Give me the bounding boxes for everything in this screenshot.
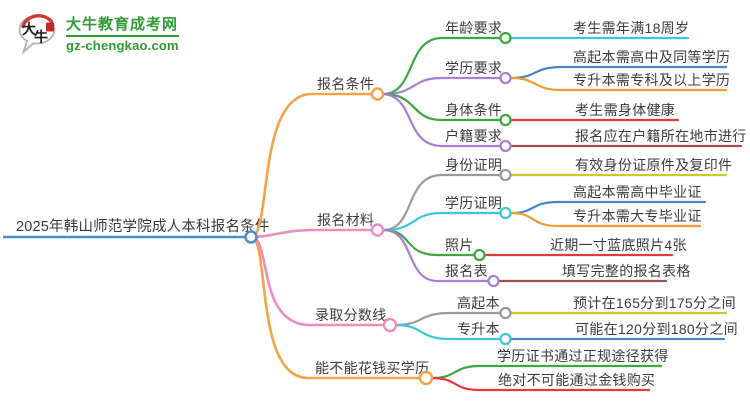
- connector-id-proof: [381, 173, 502, 232]
- leaf-age-18-label[interactable]: 考生需年满18周岁: [573, 20, 689, 36]
- logo-divider: [66, 34, 179, 37]
- leaf-score-165-175-label[interactable]: 预计在165分到175分之间: [573, 295, 736, 311]
- leaf-no-buying-underline: [430, 376, 651, 392]
- branch-score-line-label[interactable]: 录取分数线: [315, 307, 387, 323]
- node-id-proof-handle[interactable]: [499, 168, 512, 182]
- node-photo-label[interactable]: 照片: [445, 237, 474, 253]
- node-photo-handle[interactable]: [473, 248, 486, 262]
- root-handle[interactable]: [244, 230, 258, 244]
- logo-text-block: 大牛教育成考网 gz-chengkao.com: [66, 16, 179, 53]
- speech-bubble-shape: [18, 15, 56, 55]
- node-residency-requirement-label[interactable]: 户籍要求: [445, 128, 502, 144]
- connector-age-requirement: [381, 36, 502, 96]
- node-education-requirement-handle[interactable]: [499, 71, 512, 85]
- branch-conditions-label[interactable]: 报名条件: [317, 76, 374, 92]
- leaf-no-buying-label[interactable]: 绝对不可能通过金钱购买: [498, 372, 655, 388]
- connector-score-college-upgrade: [394, 323, 502, 341]
- leaf-residency-city-label[interactable]: 报名应在户籍所在地市进行: [575, 128, 747, 144]
- connector-residency-requirement: [381, 92, 502, 148]
- connector-physical-condition: [381, 92, 502, 122]
- leaf-college-diploma-underline: [509, 211, 702, 228]
- connector-branch-materials: [249, 228, 374, 239]
- leaf-legit-diploma-label[interactable]: 学历证书通过正规途径获得: [497, 348, 669, 364]
- connector-education-requirement: [381, 76, 502, 96]
- daniu-logo-icon: 大 牛: [18, 14, 56, 55]
- node-diploma-proof-handle[interactable]: [499, 206, 512, 220]
- red-arc-shape: [21, 14, 54, 29]
- leaf-photo-4-label[interactable]: 近期一寸蓝底照片4张: [550, 237, 687, 253]
- node-age-requirement-label[interactable]: 年龄要求: [445, 20, 502, 36]
- node-physical-condition-handle[interactable]: [499, 113, 512, 127]
- node-score-college-upgrade-label[interactable]: 专升本: [457, 321, 500, 337]
- root-node-label[interactable]: 2025年韩山师范学院成人本科报名条件: [16, 218, 270, 235]
- leaf-hs-equivalent-label[interactable]: 高起本需高中及同等学历: [573, 49, 730, 65]
- branch-buy-diploma-handle[interactable]: [418, 370, 434, 386]
- branch-materials-handle[interactable]: [370, 223, 385, 237]
- site-logo[interactable]: 大 牛 大牛教育成考网 gz-chengkao.com: [15, 12, 179, 56]
- branch-conditions-handle[interactable]: [370, 87, 385, 101]
- connector-branch-conditions: [249, 92, 374, 239]
- node-score-high-start-label[interactable]: 高起本: [457, 295, 500, 311]
- red-seal-shape: [46, 22, 54, 32]
- leaf-healthy-label[interactable]: 考生需身体健康: [575, 102, 675, 118]
- connector-branch-buy-diploma: [249, 235, 422, 380]
- leaf-score-120-180-label[interactable]: 可能在120分到180分之间: [575, 321, 738, 337]
- leaf-college-diploma-label[interactable]: 专升本需大专毕业证: [573, 208, 702, 224]
- node-age-requirement-handle[interactable]: [499, 31, 512, 45]
- branch-materials-label[interactable]: 报名材料: [317, 212, 374, 228]
- node-education-requirement-label[interactable]: 学历要求: [445, 60, 502, 76]
- leaf-college-above-underline: [509, 76, 728, 92]
- node-physical-condition-label[interactable]: 身体条件: [445, 102, 502, 118]
- connector-application-form: [381, 228, 490, 283]
- logo-title: 大牛教育成考网: [66, 15, 179, 33]
- leaf-college-above-label[interactable]: 专升本需专科及以上学历: [573, 72, 730, 88]
- branch-score-line-handle[interactable]: [382, 317, 398, 333]
- leaf-complete-form-label[interactable]: 填写完整的报名表格: [562, 263, 691, 279]
- node-application-form-handle[interactable]: [487, 274, 500, 288]
- node-score-college-upgrade-handle[interactable]: [499, 332, 512, 346]
- node-score-high-start-handle[interactable]: [499, 306, 512, 320]
- node-id-proof-label[interactable]: 身份证明: [445, 157, 502, 173]
- logo-char-da: 大: [22, 21, 36, 37]
- node-residency-requirement-handle[interactable]: [499, 139, 512, 153]
- node-application-form-label[interactable]: 报名表: [445, 263, 488, 279]
- connector-branch-score-line: [249, 235, 386, 327]
- node-diploma-proof-label[interactable]: 学历证明: [445, 195, 502, 211]
- branch-buy-diploma-label[interactable]: 能不能花钱买学历: [315, 360, 429, 376]
- logo-char-niu: 牛: [34, 29, 48, 45]
- leaf-id-copy-label[interactable]: 有效身份证原件及复印件: [575, 157, 732, 173]
- leaf-hs-diploma-label[interactable]: 高起本需高中毕业证: [573, 184, 702, 200]
- logo-url: gz-chengkao.com: [66, 37, 179, 53]
- connector-diploma-proof: [381, 211, 502, 232]
